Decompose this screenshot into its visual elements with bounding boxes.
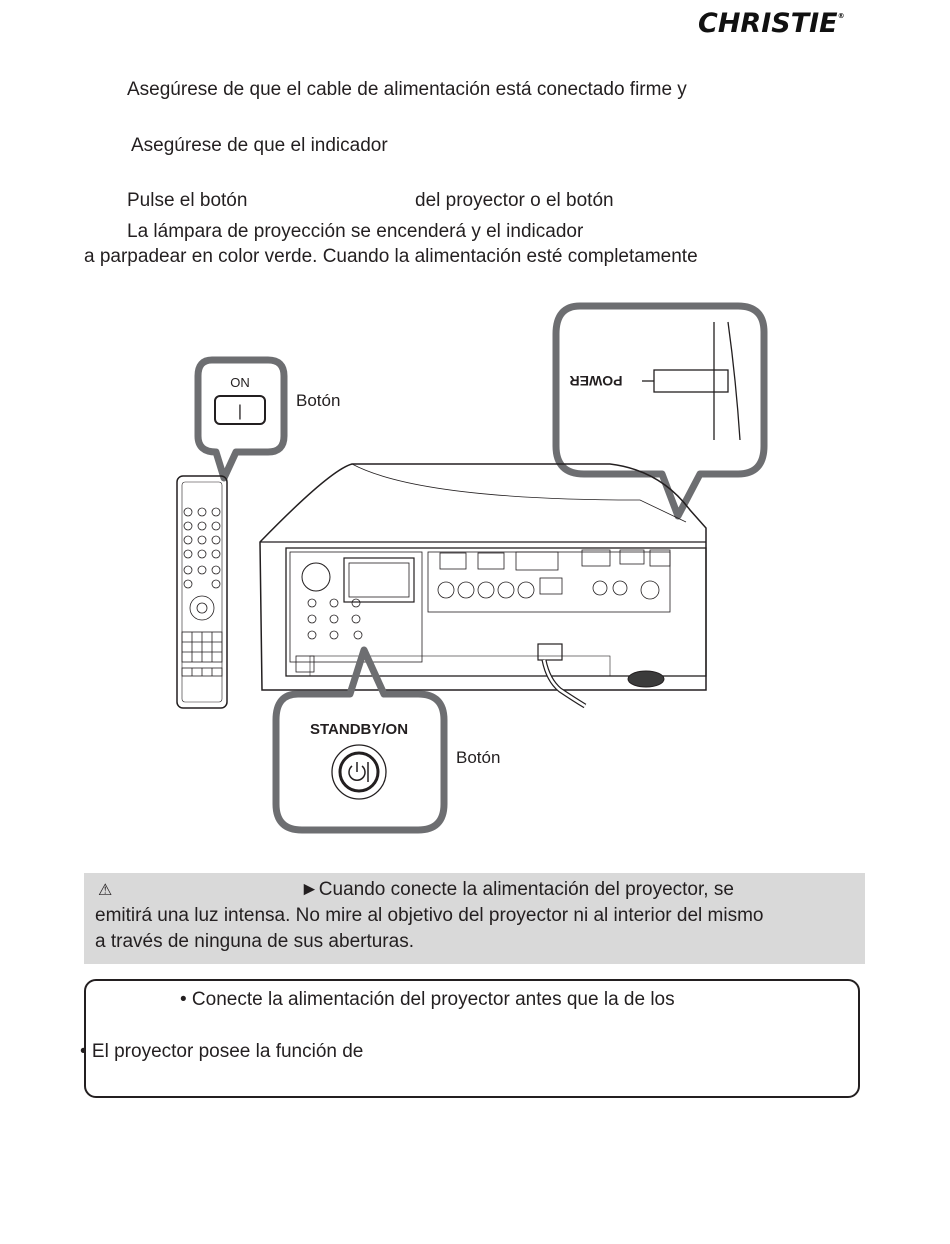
step-3-text-c: La lámpara de proyección se encenderá y … bbox=[127, 221, 584, 242]
step-3-text-b: del proyector o el botón bbox=[415, 190, 614, 211]
standby-button-caption: STANDBY/ON bbox=[310, 721, 408, 738]
projector-illustration: ON | POWER STANDBY/ON bbox=[176, 302, 768, 834]
christie-logo: CHRISTIE® bbox=[698, 8, 845, 39]
standby-button-label: Botón bbox=[456, 748, 501, 767]
note-line-2: • El proyector posee la función de bbox=[80, 1041, 364, 1062]
note-line-1: • Conecte la alimentación del proyector … bbox=[180, 989, 675, 1010]
remote-button-label: Botón bbox=[296, 391, 341, 410]
on-button-caption: ON bbox=[230, 375, 250, 390]
warning-line-1: ►Cuando conecte la alimentación del proy… bbox=[300, 879, 734, 900]
on-button-symbol: | bbox=[238, 403, 242, 420]
step-3-text-d: a parpadear en color verde. Cuando la al… bbox=[84, 246, 698, 267]
power-indicator-label: POWER bbox=[570, 373, 623, 389]
warning-triangle-icon: ⚠ bbox=[98, 882, 113, 899]
step-2-text: Asegúrese de que el indicador bbox=[131, 135, 388, 156]
warning-box: ⚠ ►Cuando conecte la alimentación del pr… bbox=[84, 873, 865, 964]
warning-line-3: a través de ninguna de sus aberturas. bbox=[95, 931, 414, 952]
warning-line-2: emitirá una luz intensa. No mire al obje… bbox=[95, 905, 764, 926]
step-3-text-a: Pulse el botón bbox=[127, 190, 248, 211]
note-box: • Conecte la alimentación del proyector … bbox=[80, 979, 860, 1098]
step-1-text: Asegúrese de que el cable de alimentació… bbox=[127, 79, 687, 100]
